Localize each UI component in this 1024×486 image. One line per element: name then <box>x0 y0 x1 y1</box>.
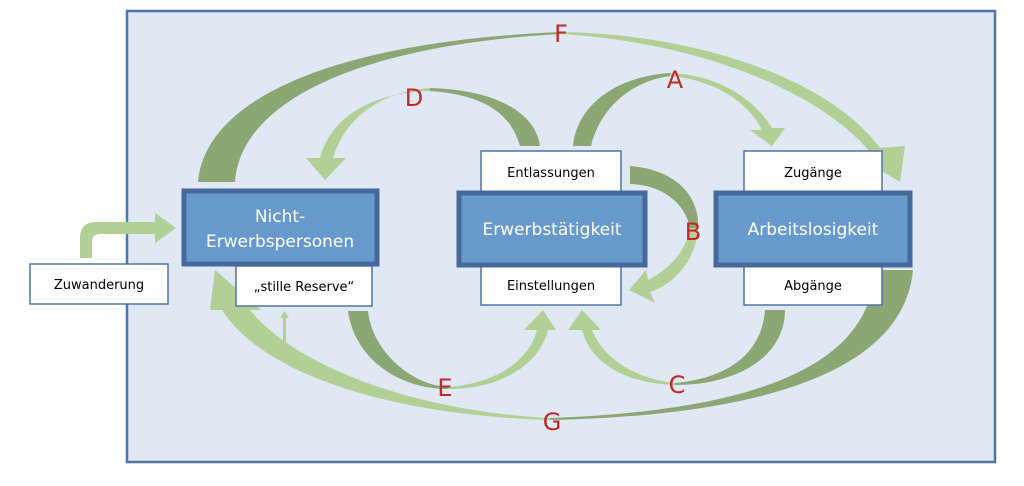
flow-b-tail <box>630 166 699 228</box>
zuwanderung-arrow <box>80 213 176 258</box>
stille-reserve-label: „stille Reserve“ <box>254 280 355 295</box>
box-arbeitslosigkeit: Arbeitslosigkeit <box>713 190 913 268</box>
box-zuwanderung: Zuwanderung <box>29 263 169 305</box>
flow-arrow-a <box>573 73 785 146</box>
box-nicht-erwerbspersonen: Nicht- Erwerbspersonen <box>181 188 380 267</box>
zuwanderung-arrow-shape <box>80 213 176 258</box>
flow-label-e: E <box>437 374 452 402</box>
box-entlassungen: Entlassungen <box>480 150 622 194</box>
flow-f-tail <box>198 32 560 182</box>
stille-reserve-arrow <box>280 311 289 352</box>
nicht-erwerbspersonen-line1: Nicht- <box>255 207 305 227</box>
flow-f-head <box>560 32 905 182</box>
flow-label-f: F <box>554 20 568 48</box>
small-arrow-head <box>280 311 289 318</box>
flow-a-tail <box>573 73 670 146</box>
erwerbstaetigkeit-label: Erwerbstätigkeit <box>482 220 621 240</box>
zugaenge-label: Zugänge <box>784 166 842 181</box>
flow-g-head <box>210 270 550 420</box>
flow-label-d: D <box>405 84 423 112</box>
flow-arrow-b <box>629 166 699 303</box>
flow-arrow-f <box>198 32 905 182</box>
abgaenge-label: Abgänge <box>784 279 842 294</box>
einstellungen-label: Einstellungen <box>507 279 595 294</box>
flow-d-tail <box>430 88 540 146</box>
flow-c-head <box>568 310 675 385</box>
flow-label-b: B <box>685 218 701 246</box>
box-zugaenge: Zugänge <box>743 150 883 194</box>
flow-label-c: C <box>669 371 686 399</box>
flow-arrow-e <box>348 310 556 389</box>
flow-label-a: A <box>667 66 684 94</box>
flow-c-tail <box>675 310 785 385</box>
flow-d-head <box>306 88 430 180</box>
box-abgaenge: Abgänge <box>743 264 883 306</box>
flow-a-head <box>670 73 785 146</box>
nicht-erwerbspersonen-line2: Erwerbspersonen <box>206 232 354 252</box>
zuwanderung-label: Zuwanderung <box>54 278 144 293</box>
box-einstellungen: Einstellungen <box>480 264 622 306</box>
entlassungen-label: Entlassungen <box>507 166 595 181</box>
flow-e-tail <box>348 311 448 389</box>
box-stille-reserve: „stille Reserve“ <box>235 265 373 307</box>
box-erwerbstaetigkeit: Erwerbstätigkeit <box>456 190 648 268</box>
flow-e-head <box>448 310 556 389</box>
arbeitslosigkeit-label: Arbeitslosigkeit <box>748 220 879 240</box>
flow-arrow-c <box>568 310 785 385</box>
flow-b-head <box>629 228 698 303</box>
flow-arrow-d <box>306 88 540 180</box>
flow-label-g: G <box>543 408 562 436</box>
small-arrow-shaft <box>283 316 286 352</box>
